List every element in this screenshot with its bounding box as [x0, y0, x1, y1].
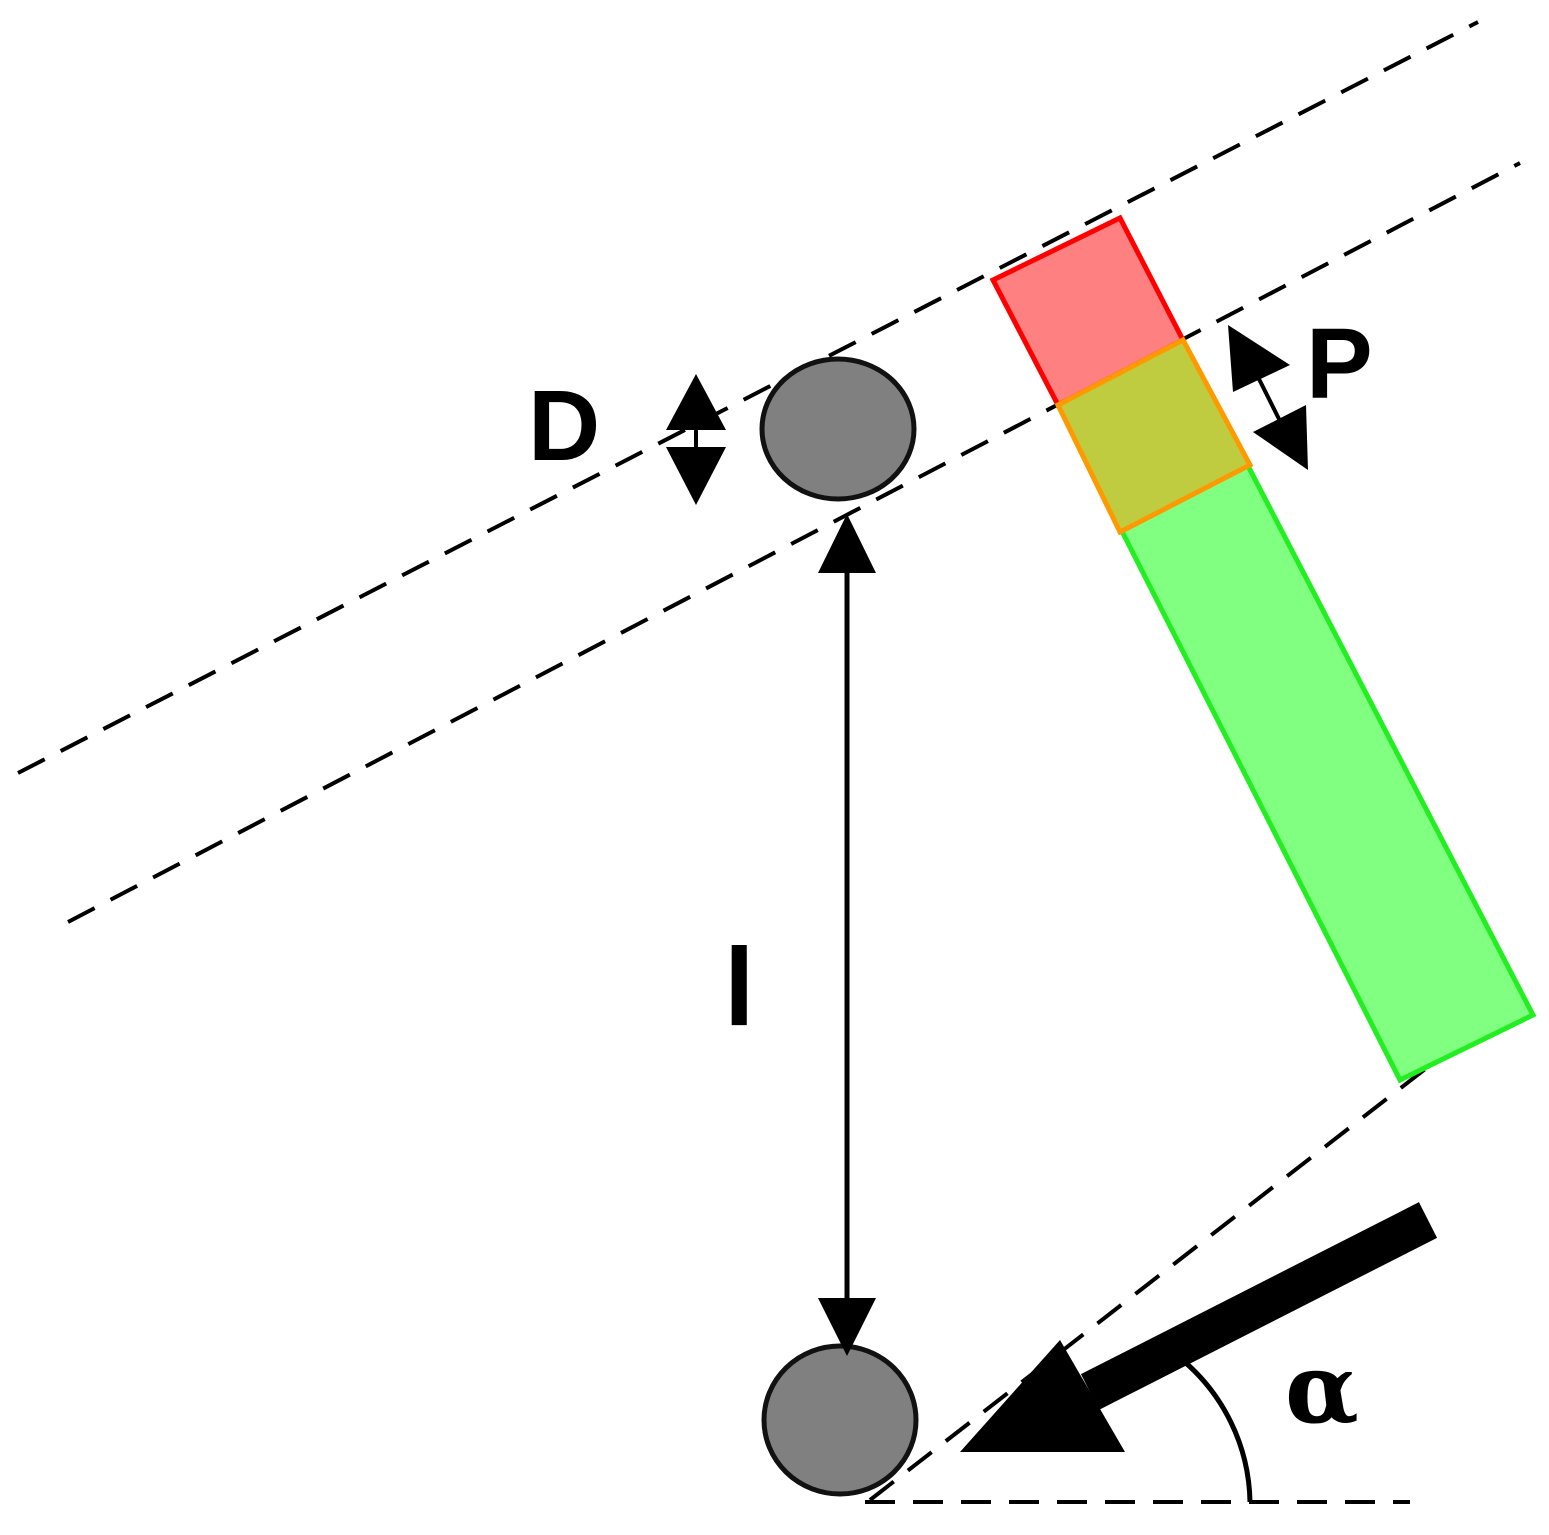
l-arrow	[818, 514, 876, 1356]
lower-circle	[761, 1343, 919, 1497]
alpha-angle-arc	[1178, 1356, 1253, 1503]
overlap-zone	[1054, 336, 1254, 536]
label-l: l	[724, 926, 755, 1049]
label-p: P	[1306, 308, 1373, 420]
label-d: D	[528, 370, 600, 482]
upper-circle	[759, 356, 917, 502]
d-arrow	[666, 374, 726, 505]
upper-dashed-line	[17, 20, 1479, 775]
label-alpha: α	[1285, 1332, 1359, 1445]
p-arrow	[1228, 325, 1308, 470]
incident-direction-arrow	[960, 1202, 1438, 1452]
middle-dashed-line	[67, 161, 1521, 924]
lower-dashed-line	[868, 1026, 1480, 1502]
